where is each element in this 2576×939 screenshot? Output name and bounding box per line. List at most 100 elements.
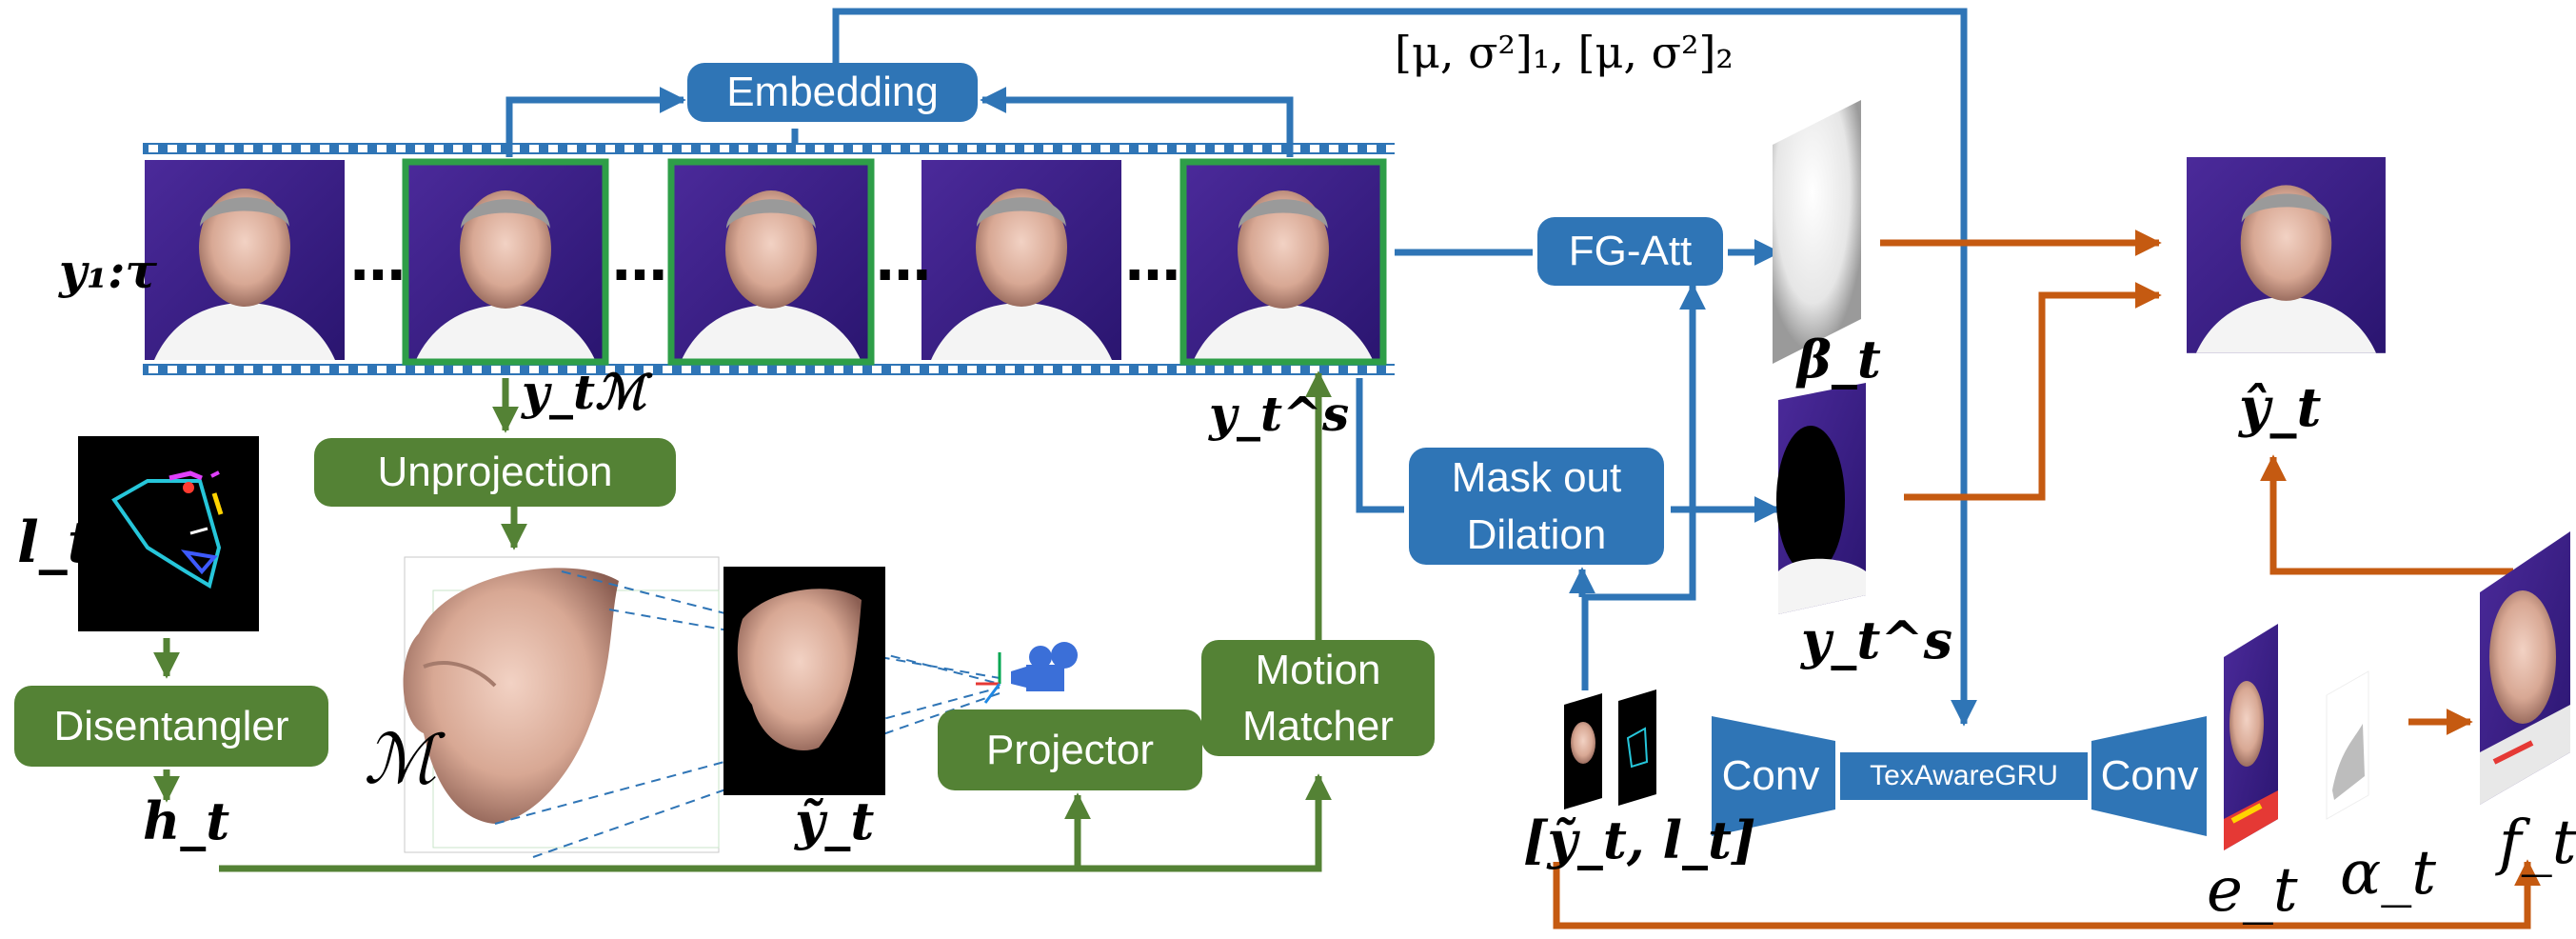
output-face [2187,157,2386,353]
perforation [986,366,996,373]
perforation [1367,366,1377,373]
blue-arrows [505,8,1977,727]
perforation [910,366,920,373]
ellipsis: … [612,229,667,293]
perforation [1348,366,1357,373]
h-t-label: h_t [143,790,230,851]
perforation [1024,145,1034,152]
perforation [548,145,558,152]
perforation [1120,145,1129,152]
perforation [263,366,272,373]
perforation [1291,145,1300,152]
3d-face-mesh [403,556,720,853]
perforation [720,366,729,373]
perforation [1196,145,1205,152]
perforation [777,145,786,152]
disentangler-block: Disentangler [14,686,328,767]
perforation [1310,145,1319,152]
embedding-block: Embedding [687,63,978,122]
video-frame [921,160,1121,360]
perforation [434,366,444,373]
perforation [1386,366,1396,373]
perforation [1158,145,1167,152]
perforation [758,145,767,152]
perforation [967,366,977,373]
filmstrip-perforations-bottom [149,366,1396,373]
projector-block: Projector [938,709,1202,790]
perforation [701,366,710,373]
perforation [758,366,767,373]
perforation [948,366,958,373]
perforation [891,145,901,152]
perforation [510,145,520,152]
perforation [586,145,596,152]
perforation [567,145,577,152]
perforation [796,366,805,373]
perforation [796,145,805,152]
y-sequence-label: y₁:τ [59,243,158,299]
perforation [1253,145,1262,152]
perforation [929,145,939,152]
perforation [1367,145,1377,152]
perforation [682,366,691,373]
perforation [1253,366,1262,373]
perforation [1043,145,1053,152]
perforation [567,366,577,373]
perforation [1120,366,1129,373]
perforation [396,145,406,152]
perforation [244,366,253,373]
encoder-decoder [1712,716,2207,836]
l-t-label: l_t [17,509,94,576]
perforation [624,366,634,373]
perforation [301,366,310,373]
perforation [739,145,748,152]
video-frame [145,160,345,360]
perforation [891,366,901,373]
perforation [282,366,291,373]
masked-face [1776,383,1866,614]
perforation [1329,145,1338,152]
perforation [1062,145,1072,152]
perforation [872,145,882,152]
f-t-label: f_t [2499,808,2576,878]
perforation [910,145,920,152]
perforation [853,366,862,373]
perforation [1348,145,1357,152]
attention-mask [1773,100,1861,364]
perforation [472,366,482,373]
perforation [377,145,386,152]
perforation [605,145,615,152]
input-pair-label: [ỹ_t, l_t] [1523,809,1756,870]
conv-right-label: Conv [2100,752,2199,799]
landmark-sketch [78,436,259,631]
perforation [1043,366,1053,373]
perforation [244,145,253,152]
perforation [396,366,406,373]
projected-face [723,567,885,795]
perforation [1100,145,1110,152]
video-frame [667,158,875,366]
video-frame [1179,158,1387,366]
perforation [1177,366,1186,373]
perforation [1005,145,1015,152]
perforation [339,145,348,152]
perforation [605,366,615,373]
perforation [967,145,977,152]
perforation [1024,366,1034,373]
perforation [739,366,748,373]
perforation [1158,366,1167,373]
perforation [339,366,348,373]
perforation [491,366,501,373]
perforation [225,366,234,373]
y-tilde-label: ỹ_t [795,790,875,851]
perforation [1100,366,1110,373]
perforation [187,366,196,373]
perforation [149,145,158,152]
unprojection-block: Unprojection [314,438,676,507]
ellipsis: … [876,229,931,293]
beta-t-label: β_t [1797,329,1881,390]
perforation [644,366,653,373]
perforation [320,145,329,152]
perforation [263,145,272,152]
